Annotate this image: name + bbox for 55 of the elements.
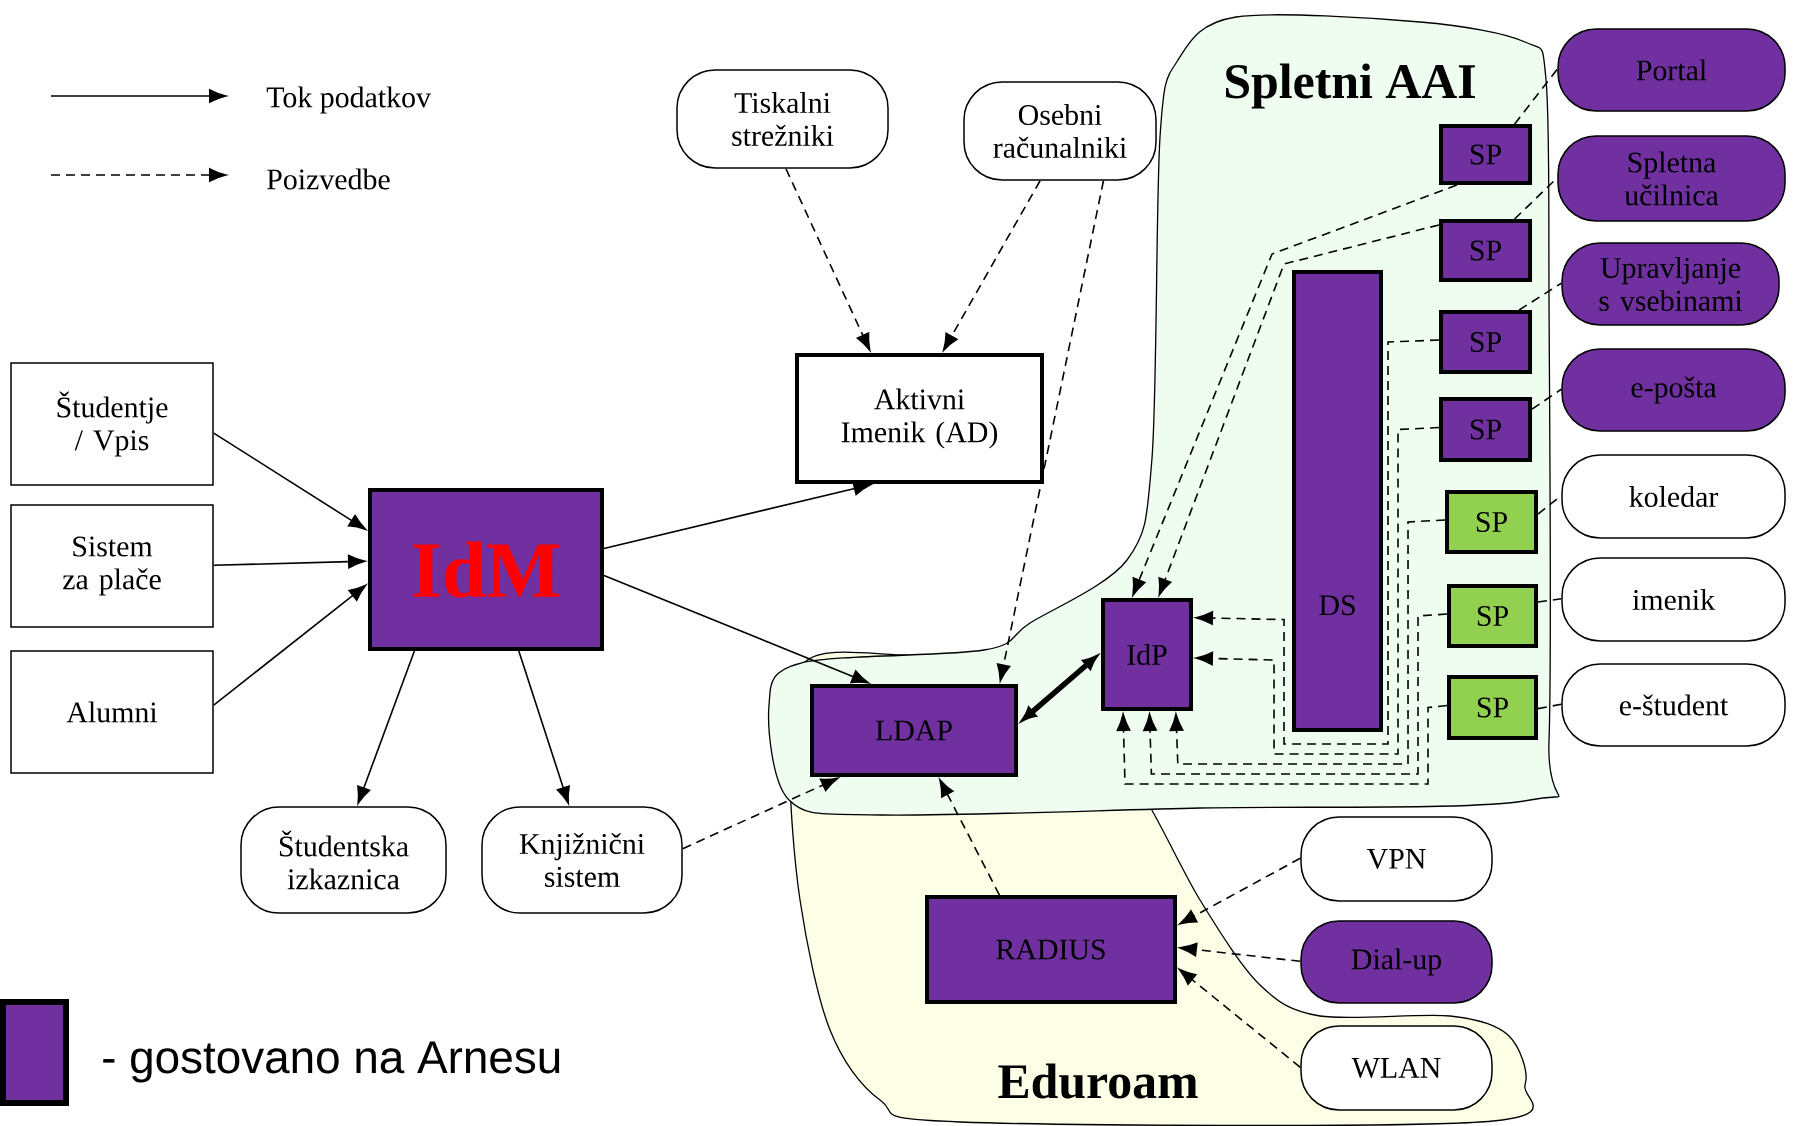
legend-text: - gostovano na Arnesu xyxy=(103,1041,560,1083)
arrow xyxy=(1158,224,1440,596)
service-box: IdP xyxy=(1101,598,1193,711)
rounded-box: Upravljanje s vsebinami xyxy=(1561,242,1780,326)
arrow xyxy=(518,650,570,804)
rounded-box: Portal xyxy=(1557,28,1786,112)
arrow xyxy=(1143,613,1448,775)
rounded-box: Študentska izkaznica xyxy=(240,806,447,914)
arrow xyxy=(1169,519,1446,765)
system-box: Študentje / Vpis xyxy=(10,362,214,486)
rounded-box: imenik xyxy=(1561,557,1786,642)
arrow xyxy=(1132,184,1458,596)
arrow xyxy=(1116,704,1448,785)
arrow xyxy=(603,481,871,550)
service-box: RADIUS xyxy=(925,895,1177,1004)
arrow xyxy=(357,650,416,804)
arrow xyxy=(996,179,1105,682)
arrow xyxy=(603,574,869,684)
rounded-box: koledar xyxy=(1561,454,1786,539)
legend-text: Poizvedbe xyxy=(267,168,390,190)
rounded-box: Dial-up xyxy=(1300,920,1493,1004)
rounded-box: VPN xyxy=(1300,816,1493,902)
rounded-box: Knjižnični sistem xyxy=(481,806,683,914)
sp-box: SP xyxy=(1445,490,1538,554)
service-box: LDAP xyxy=(810,684,1018,777)
system-box: Sistem za plače xyxy=(10,504,214,628)
rounded-box: Spletna učilnica xyxy=(1557,135,1786,222)
sp-box: SP xyxy=(1439,397,1532,462)
rounded-box: Tiskalni strežniki xyxy=(676,69,889,169)
system-box: Alumni xyxy=(10,650,214,774)
arrow xyxy=(1195,339,1440,745)
arrow xyxy=(681,777,839,850)
sp-box: SP xyxy=(1439,124,1532,185)
rounded-box: Osebni računalniki xyxy=(963,81,1157,181)
arrow xyxy=(1179,857,1302,925)
arrow xyxy=(1178,968,1302,1069)
sp-box: SP xyxy=(1439,219,1532,282)
rounded-box: e-študent xyxy=(1561,663,1786,747)
legend-text: Tok podatkov xyxy=(266,86,431,114)
sp-box: SP xyxy=(1447,675,1538,740)
idm-box: IdM xyxy=(368,488,604,651)
rounded-box: e-pošta xyxy=(1561,348,1786,432)
directory-box: Aktivni Imenik (AD) xyxy=(795,353,1044,484)
arrow xyxy=(212,584,367,706)
arrow xyxy=(939,779,1001,896)
arrow xyxy=(212,554,366,569)
arrow xyxy=(785,167,871,351)
sp-box: SP xyxy=(1439,310,1532,374)
service-box: DS xyxy=(1292,270,1383,732)
arrow xyxy=(1179,942,1302,963)
arrow xyxy=(212,432,367,530)
arrow xyxy=(942,179,1041,351)
rounded-box: WLAN xyxy=(1300,1025,1493,1111)
sp-box: SP xyxy=(1447,584,1538,648)
arrow xyxy=(1195,426,1440,755)
